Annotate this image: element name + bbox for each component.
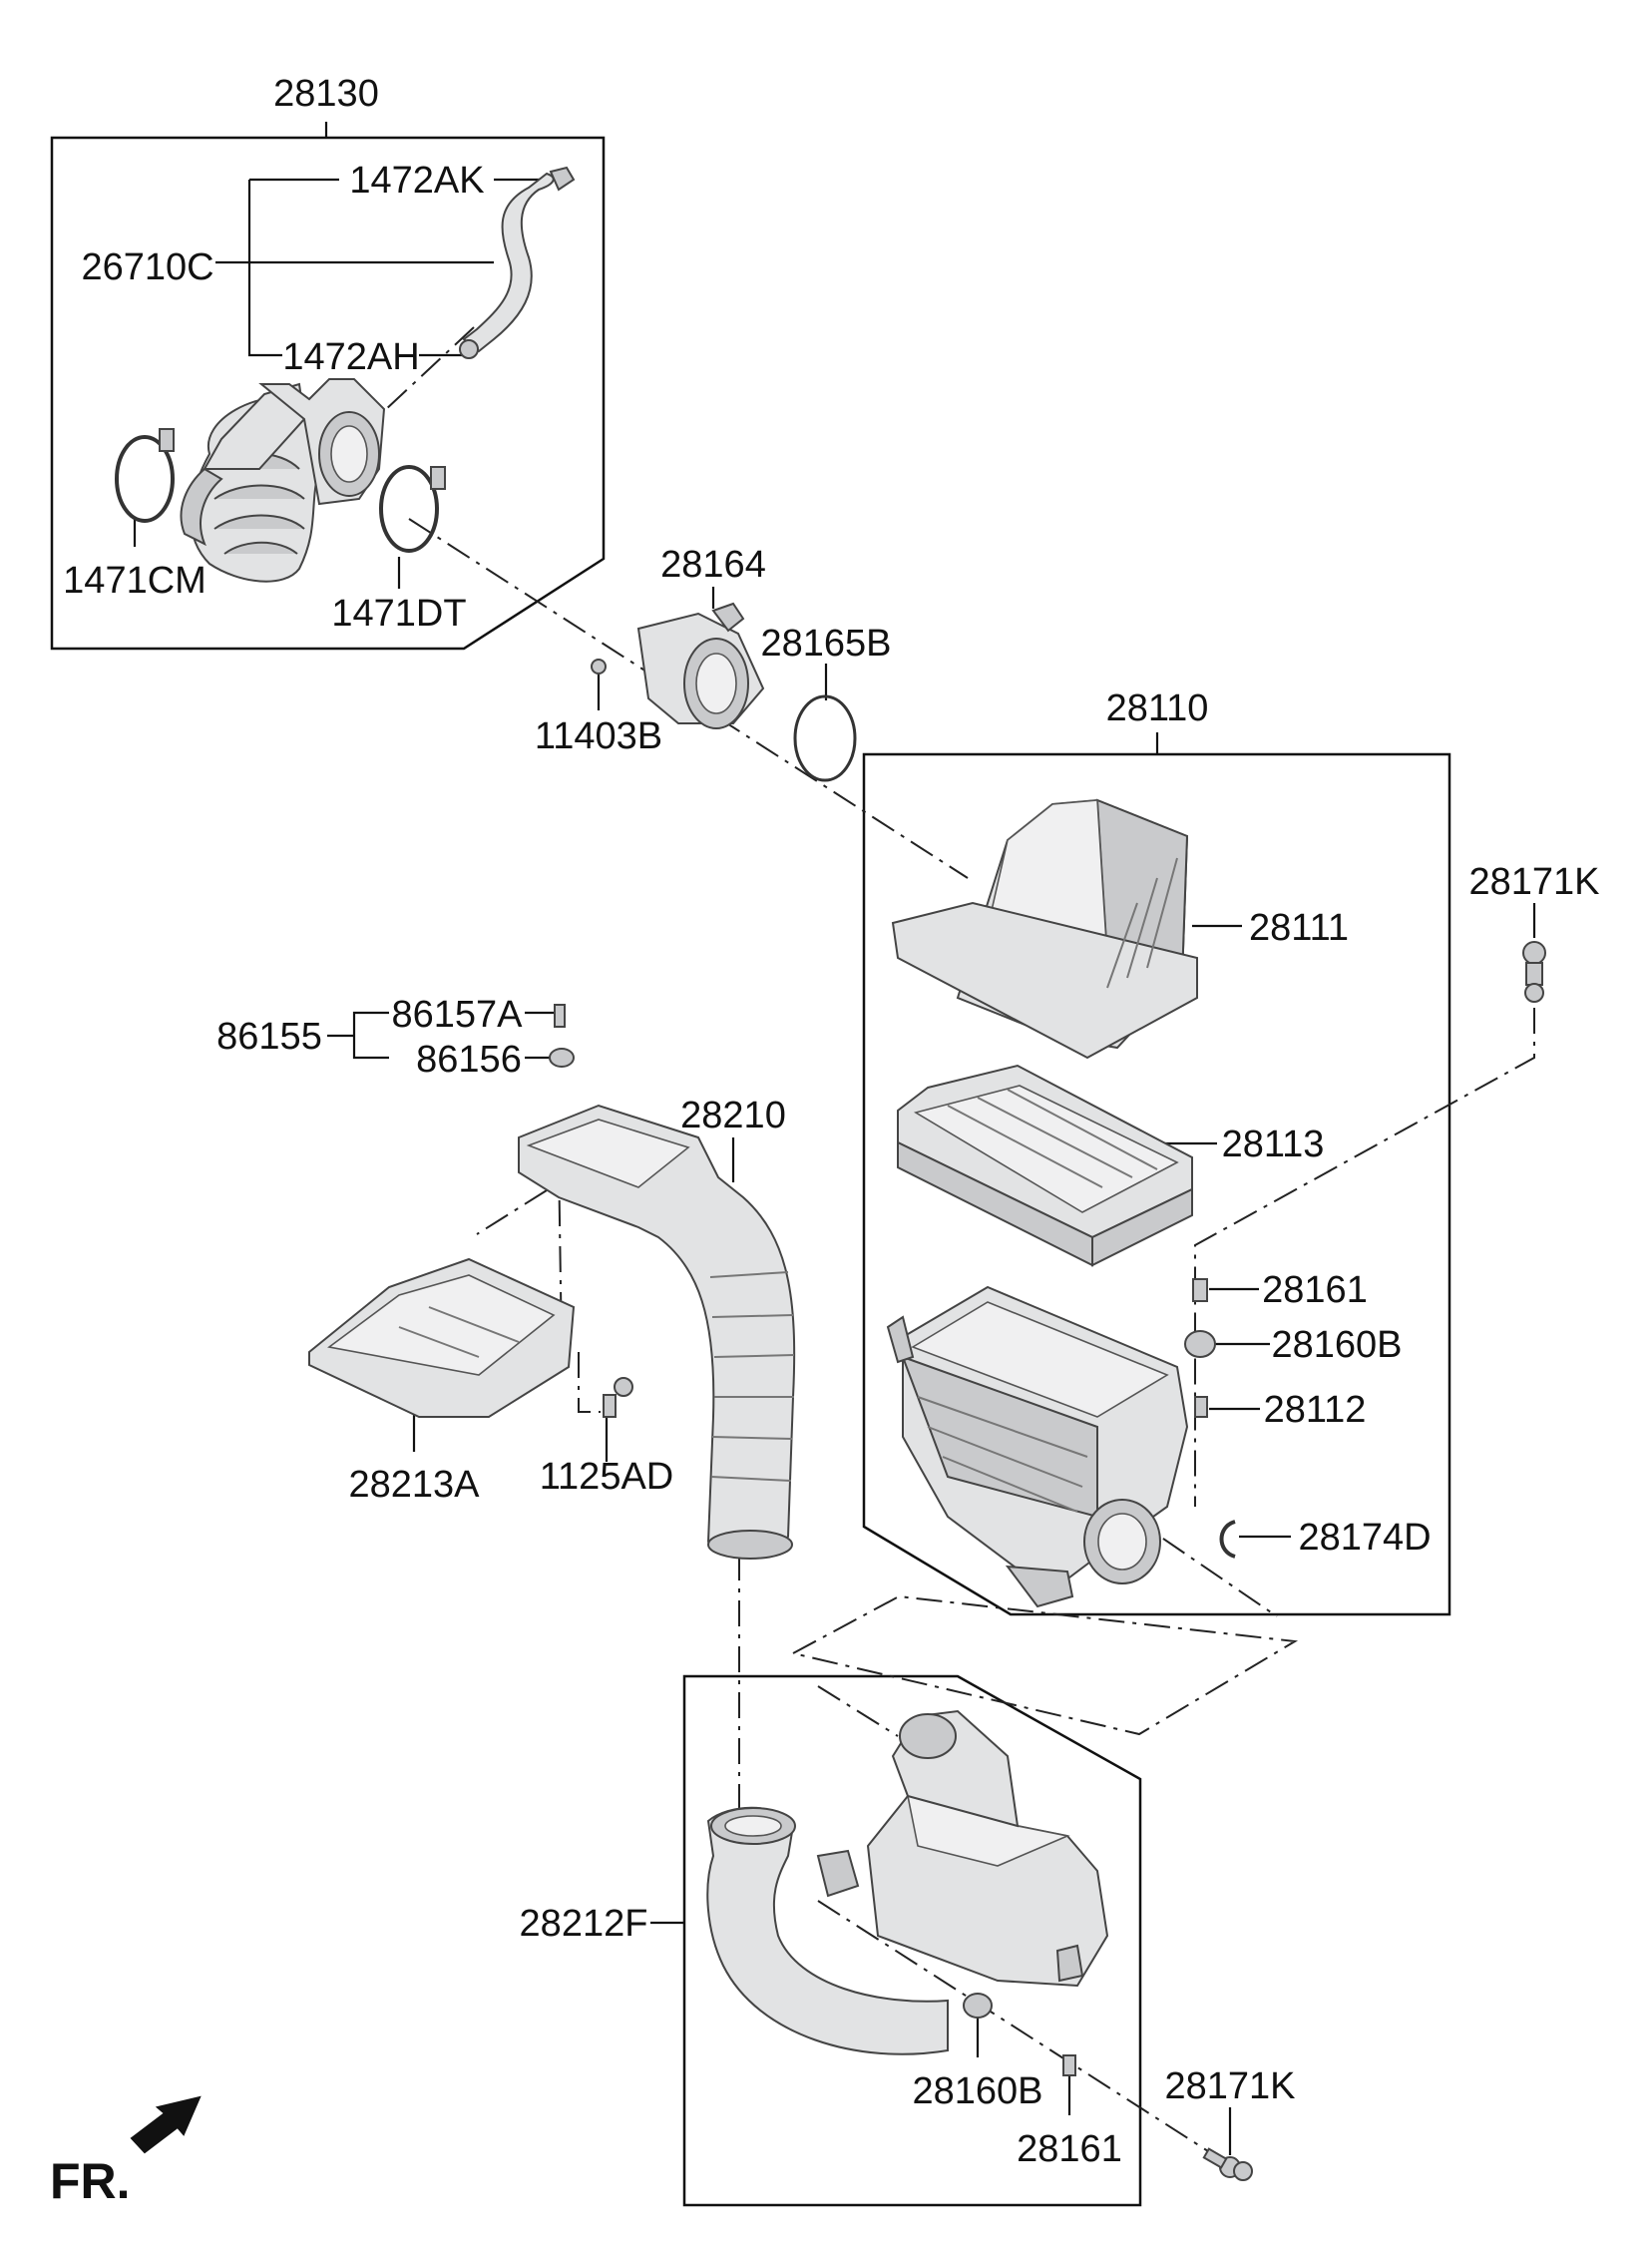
label-28171k-bottom: 28171K [1164,2065,1295,2107]
label-28160b-bottom: 28160B [912,2070,1042,2112]
label-28210: 28210 [680,1095,786,1136]
air-cleaner-body [886,1285,1189,1608]
label-28160b-top: 28160B [1271,1324,1402,1366]
o-ring [793,694,857,782]
front-direction-label: FR. [50,2153,131,2209]
label-26710c: 26710C [81,246,213,288]
label-28130: 28130 [273,73,379,115]
bolt-1125ad [603,1377,633,1418]
group-frame-28130 [50,136,606,651]
label-1472ah: 1472AH [282,336,419,378]
label-86157a: 86157A [391,994,523,1036]
label-28111: 28111 [1249,907,1349,949]
small-parts-bottom [963,1993,1253,2181]
label-1472ak: 1472AK [349,160,484,202]
resonator-assembly [180,378,386,583]
breather-hose [459,166,576,359]
label-28110: 28110 [1106,687,1209,729]
label-28165b: 28165B [760,623,891,665]
leader-lines [133,122,1536,2155]
label-28171k-top: 28171K [1468,861,1599,903]
label-28213a: 28213A [348,1464,480,1506]
air-filter-element [897,1064,1193,1267]
label-11403b: 11403B [535,715,662,757]
label-1471dt: 1471DT [331,593,466,635]
small-parts-top [1184,1278,1236,1559]
group-frame-28212F [682,1674,1142,2207]
label-86155: 86155 [216,1016,322,1058]
hose-clamps [115,428,446,553]
label-1471cm: 1471CM [63,560,206,602]
air-cleaner-cover [891,798,1198,1060]
air-flow-sensor [591,602,765,729]
intake-duct [518,1104,796,1560]
label-28161-bottom: 28161 [1017,2128,1122,2170]
label-28212f: 28212F [520,1903,648,1945]
cover-plate [308,1257,576,1418]
front-arrow-icon [130,2095,202,2154]
label-28161-top: 28161 [1262,1269,1368,1311]
mounting-outline [790,1594,1299,1736]
group-frame-28110 [862,752,1451,1616]
label-86156: 86156 [416,1039,522,1081]
clip-fasteners [549,1004,575,1068]
label-1125ad: 1125AD [540,1456,674,1498]
label-28112: 28112 [1264,1389,1367,1431]
bolt-top [1522,941,1546,1003]
label-28174d: 28174D [1298,1517,1431,1559]
lower-duct-assembly [706,1709,1109,2055]
label-28164: 28164 [660,544,766,586]
label-28113: 28113 [1222,1124,1325,1165]
